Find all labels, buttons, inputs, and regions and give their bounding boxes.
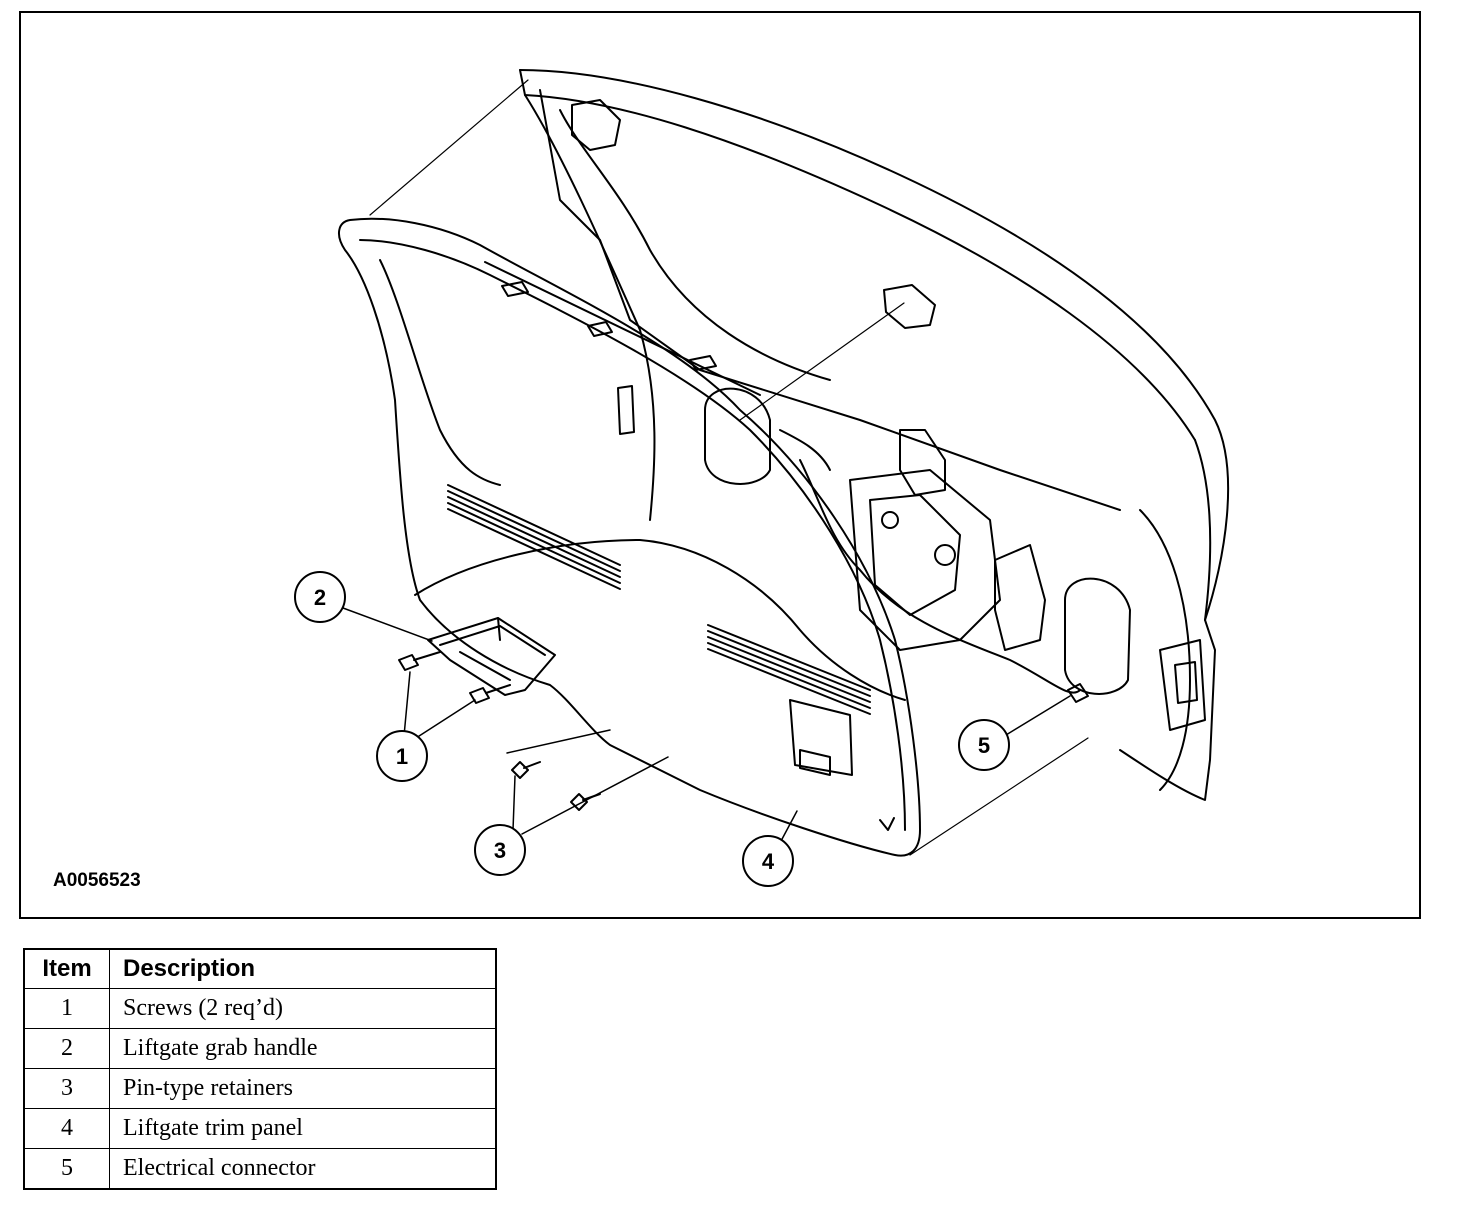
figure-id: A0056523 [53,870,141,891]
liftgate-grab-handle [427,617,556,696]
callout-5: 5 [958,719,1010,771]
item-description: Liftgate trim panel [109,1108,497,1149]
item-number: 5 [23,1148,110,1190]
callout-4: 4 [742,835,794,887]
screws [398,651,511,704]
callout-3: 3 [474,824,526,876]
item-number: 2 [23,1028,110,1069]
table-row: 1 Screws (2 req’d) [23,988,497,1029]
callout-2: 2 [294,571,346,623]
figure-frame [19,11,1421,919]
callout-1: 1 [376,730,428,782]
callout-label: 5 [978,733,990,758]
legend-header-row: Item Description [23,948,497,989]
item-column-header: Item [23,948,110,989]
item-description: Electrical connector [109,1148,497,1190]
callout-label: 2 [314,585,326,610]
table-row: 3 Pin-type retainers [23,1068,497,1109]
alignment-lines [369,79,1089,856]
table-row: 2 Liftgate grab handle [23,1028,497,1069]
item-number: 4 [23,1108,110,1149]
liftgate-trim-panel [338,217,921,857]
item-number: 3 [23,1068,110,1109]
item-description: Liftgate grab handle [109,1028,497,1069]
callout-label: 4 [762,849,775,874]
callout-label: 1 [396,744,408,769]
item-description: Pin-type retainers [109,1068,497,1109]
leader-lines [342,607,1071,842]
item-description: Screws (2 req’d) [109,988,497,1029]
item-number: 1 [23,988,110,1029]
table-row: 5 Electrical connector [23,1148,497,1190]
callout-label: 3 [494,838,506,863]
legend-table: Item Description 1 Screws (2 req’d) 2 Li… [23,948,497,1190]
electrical-connector [1067,683,1089,703]
pin-type-retainers [511,761,601,811]
liftgate-shell [519,69,1230,801]
table-row: 4 Liftgate trim panel [23,1108,497,1149]
description-column-header: Description [109,948,497,989]
